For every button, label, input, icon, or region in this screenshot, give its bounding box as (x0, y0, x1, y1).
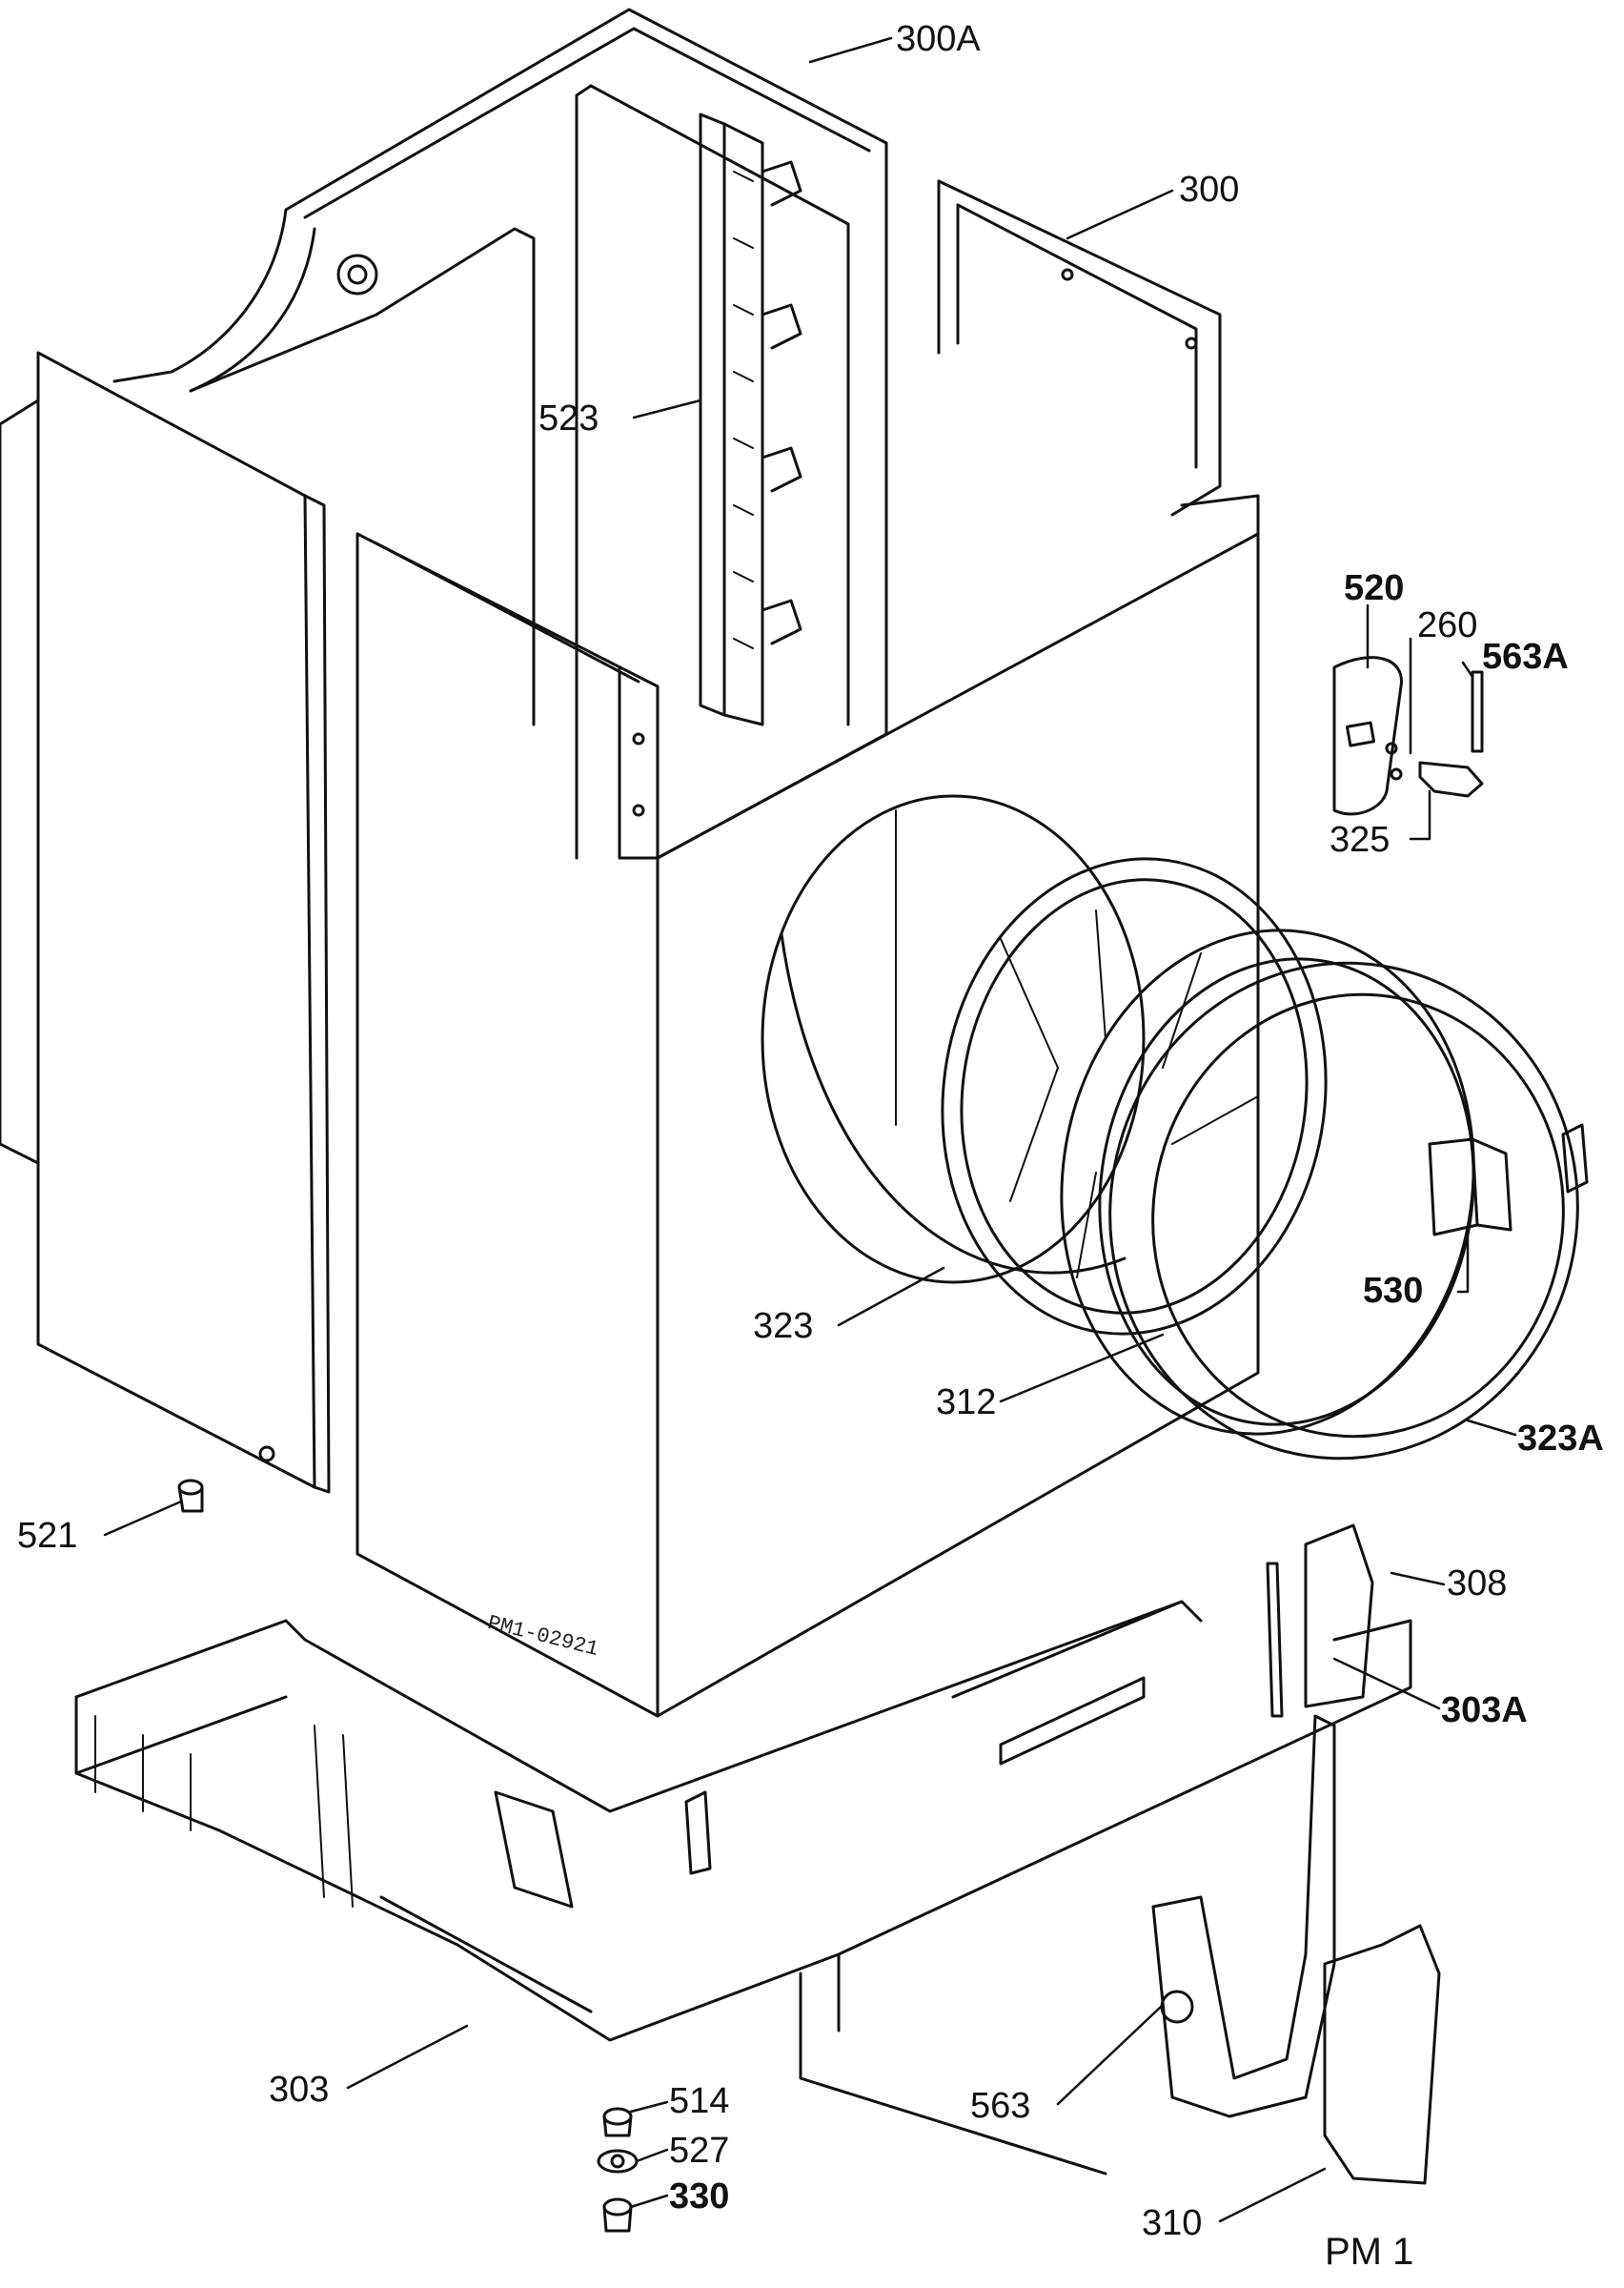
callout-325: 325 (1330, 820, 1391, 860)
callout-563a: 563A (1482, 637, 1569, 677)
callout-303a: 303A (1441, 1690, 1528, 1730)
callout-303: 303 (269, 2070, 330, 2110)
callout-323a: 323A (1517, 1419, 1604, 1459)
callout-520: 520 (1344, 568, 1405, 608)
door-assembly (941, 857, 1589, 1461)
callout-523: 523 (538, 398, 599, 439)
door-lock-parts (1332, 656, 1484, 816)
callout-527: 527 (669, 2131, 730, 2171)
callout-260: 260 (1417, 605, 1478, 645)
front-cabinet (355, 494, 1260, 1718)
callout-308: 308 (1447, 1563, 1508, 1604)
rear-panel-523 (699, 112, 802, 726)
left-side-panel (0, 351, 331, 1494)
side-frame-300 (937, 179, 1222, 517)
callout-312: 312 (936, 1382, 997, 1422)
leader-lines (103, 36, 1517, 2223)
callout-530: 530 (1363, 1271, 1424, 1311)
feet-and-screws (177, 1479, 639, 2233)
callout-310: 310 (1142, 2203, 1203, 2243)
rear-frame-300a (112, 8, 888, 860)
callout-300a: 300A (896, 19, 981, 59)
plate-label: PM 1 (1325, 2231, 1414, 2273)
callout-330: 330 (669, 2176, 730, 2216)
callout-521: 521 (17, 1516, 78, 1556)
callout-323: 323 (753, 1306, 814, 1346)
callout-563: 563 (970, 2086, 1031, 2126)
callout-514: 514 (669, 2081, 730, 2121)
base-frame-303 (74, 1523, 1412, 2176)
callout-300: 300 (1179, 170, 1240, 210)
